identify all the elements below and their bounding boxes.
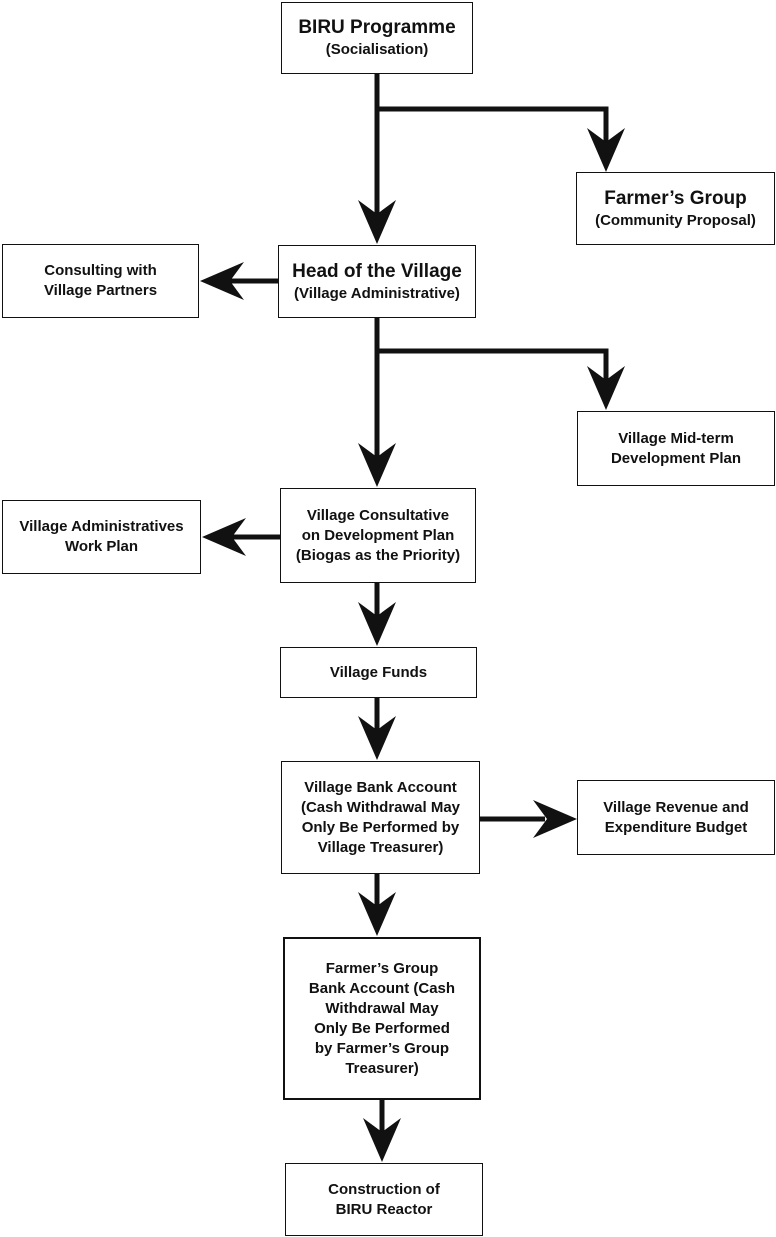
node-village-bank-account-line-4: Village Treasurer) [317, 838, 444, 856]
node-village-bank-account: Village Bank Account (Cash Withdrawal Ma… [281, 761, 480, 874]
node-farmers-bank-account-line-4: Only Be Performed [314, 1019, 450, 1037]
arrowhead-to-bank [358, 716, 396, 760]
node-construction: Construction of BIRU Reactor [285, 1163, 483, 1236]
node-farmers-group-subtitle: (Community Proposal) [595, 211, 756, 229]
node-consulting-partners-line-1: Consulting with [44, 262, 157, 279]
node-farmers-group: Farmer’s Group (Community Proposal) [576, 172, 775, 245]
arrowhead-to-consultative [358, 443, 396, 487]
node-village-consultative-line-2: on Development Plan [301, 526, 455, 544]
node-head-of-village-subtitle: (Village Administrative) [294, 284, 460, 302]
node-construction-line-1: Construction of [328, 1180, 440, 1198]
node-mid-term-plan-line-1: Village Mid-term [618, 429, 734, 447]
arrowhead-to-funds [358, 602, 396, 646]
node-revenue-budget-line-2: Expenditure Budget [604, 818, 748, 836]
node-farmers-bank-account-line-3: Withdrawal May [325, 999, 439, 1017]
arrowhead-to-consulting [200, 262, 244, 300]
node-admin-work-plan-line-1: Village Administratives [19, 518, 184, 535]
node-farmers-bank-account-line-6: Treasurer) [345, 1059, 419, 1077]
node-village-bank-account-line-3: Only Be Performed by [301, 818, 460, 836]
node-revenue-budget-line-1: Village Revenue and [603, 798, 749, 816]
node-head-of-village-title: Head of the Village [292, 260, 462, 282]
connector-head-to-midterm [377, 348, 609, 380]
node-mid-term-plan: Village Mid-term Development Plan [577, 411, 775, 486]
node-revenue-budget: Village Revenue and Expenditure Budget [577, 780, 775, 855]
node-village-consultative-line-1: Village Consultative [306, 506, 450, 524]
arrowhead-to-construction [363, 1118, 401, 1162]
node-consulting-partners: Consulting with Village Partners [2, 244, 199, 318]
node-farmers-bank-account-line-5: by Farmer’s Group [314, 1039, 450, 1057]
arrowhead-to-workplan [202, 518, 246, 556]
node-village-consultative: Village Consultative on Development Plan… [280, 488, 476, 583]
node-village-funds-line-1: Village Funds [329, 663, 428, 681]
node-head-of-village: Head of the Village (Village Administrat… [278, 245, 476, 318]
arrowhead-to-farmers-bank [358, 892, 396, 936]
arrowhead-to-midterm [587, 366, 625, 410]
node-village-funds: Village Funds [280, 647, 477, 698]
node-farmers-group-title: Farmer’s Group [604, 187, 747, 209]
node-farmers-bank-account: Farmer’s Group Bank Account (Cash Withdr… [283, 937, 481, 1100]
node-farmers-bank-account-line-1: Farmer’s Group [325, 959, 439, 977]
node-biru-programme-subtitle: (Socialisation) [325, 41, 429, 58]
arrowhead-to-budget [533, 800, 577, 838]
node-village-bank-account-line-1: Village Bank Account [304, 778, 457, 796]
node-village-consultative-line-3: (Biogas as the Priority) [295, 546, 461, 564]
node-admin-work-plan-line-2: Work Plan [64, 538, 139, 555]
node-consulting-partners-line-2: Village Partners [43, 282, 158, 299]
connector-biru-to-farmers-group [377, 106, 609, 148]
node-village-bank-account-line-2: (Cash Withdrawal May [300, 798, 461, 816]
node-mid-term-plan-line-2: Development Plan [610, 449, 742, 467]
node-construction-line-2: BIRU Reactor [335, 1200, 433, 1218]
arrowhead-to-farmers-group [587, 128, 625, 172]
node-farmers-bank-account-line-2: Bank Account (Cash [308, 979, 456, 997]
node-biru-programme: BIRU Programme (Socialisation) [281, 2, 473, 74]
node-biru-programme-title: BIRU Programme [298, 17, 456, 38]
arrowhead-to-head [358, 200, 396, 244]
node-admin-work-plan: Village Administratives Work Plan [2, 500, 201, 574]
